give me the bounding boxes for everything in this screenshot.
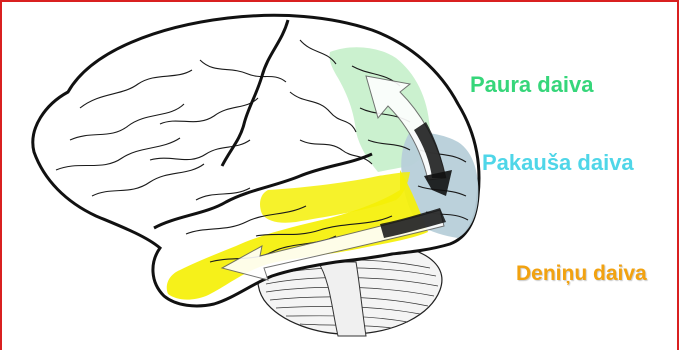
temporal-lobe-label: Deniņu daiva <box>516 262 647 286</box>
parietal-lobe-label: Paura daiva <box>470 72 594 98</box>
occipital-lobe-label: Pakauša daiva <box>482 150 634 176</box>
